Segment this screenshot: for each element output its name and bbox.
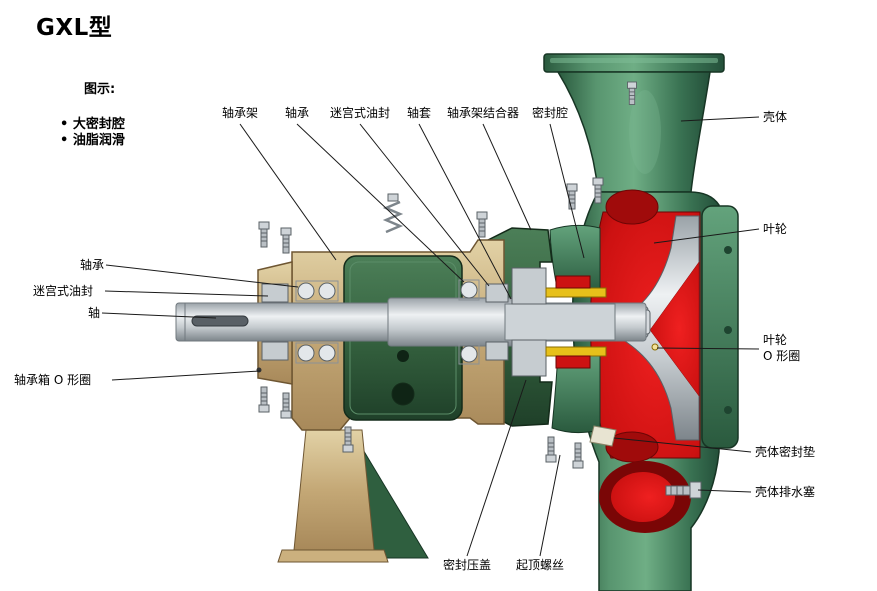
bearing-housing-oring (256, 367, 262, 373)
legend-heading: 图示: (84, 82, 116, 97)
callout-bearing-housing-oring: 轴承箱 O 形圈 (14, 373, 92, 387)
bearings-group (261, 267, 607, 377)
leader-lines (101, 116, 760, 557)
callout-casing-gasket: 壳体密封垫 (755, 445, 816, 459)
shaft-sleeve (504, 303, 616, 341)
callout-shaft-sleeve: 轴套 (407, 106, 432, 120)
seal-gland (511, 267, 547, 305)
callout-bearing-top: 轴承 (285, 106, 310, 120)
shaft-keyway (191, 315, 249, 327)
callout-frame-adapter: 轴承架结合器 (447, 106, 520, 120)
callout-bearing-left: 轴承 (80, 258, 105, 272)
labyrinth-seal-left (261, 283, 289, 303)
spring-washer (382, 200, 404, 234)
callout-bearing-frame: 轴承架 (222, 106, 259, 120)
legend-item-grease-lubrication: • 油脂润滑 (60, 133, 125, 148)
callout-labyrinth-seal-left: 迷宫式油封 (33, 284, 94, 298)
shaft-group (175, 297, 647, 347)
callout-labyrinth-seal-top: 迷宫式油封 (330, 106, 391, 120)
impeller-oring (651, 343, 659, 351)
callout-casing-drain-plug: 壳体排水塞 (755, 485, 816, 499)
legend-item-large-seal-chamber: • 大密封腔 (60, 117, 125, 132)
casing-gasket (589, 425, 617, 447)
callout-impeller: 叶轮 (763, 222, 788, 236)
fasteners-group (258, 81, 702, 499)
jack-screw (545, 436, 557, 463)
callout-casing: 壳体 (763, 110, 788, 124)
callout-impeller-oring: 叶轮 O 形圈 (763, 333, 801, 363)
callout-jack-screw: 起顶螺丝 (516, 558, 565, 572)
page-title: GXL型 (36, 15, 113, 41)
support-foot-group (277, 429, 429, 563)
callout-shaft: 轴 (88, 306, 101, 320)
seal-chamber-group (549, 224, 617, 447)
packing-seal (545, 287, 607, 298)
callout-seal-chamber: 密封腔 (532, 106, 569, 120)
callout-seal-gland: 密封压盖 (443, 558, 492, 572)
